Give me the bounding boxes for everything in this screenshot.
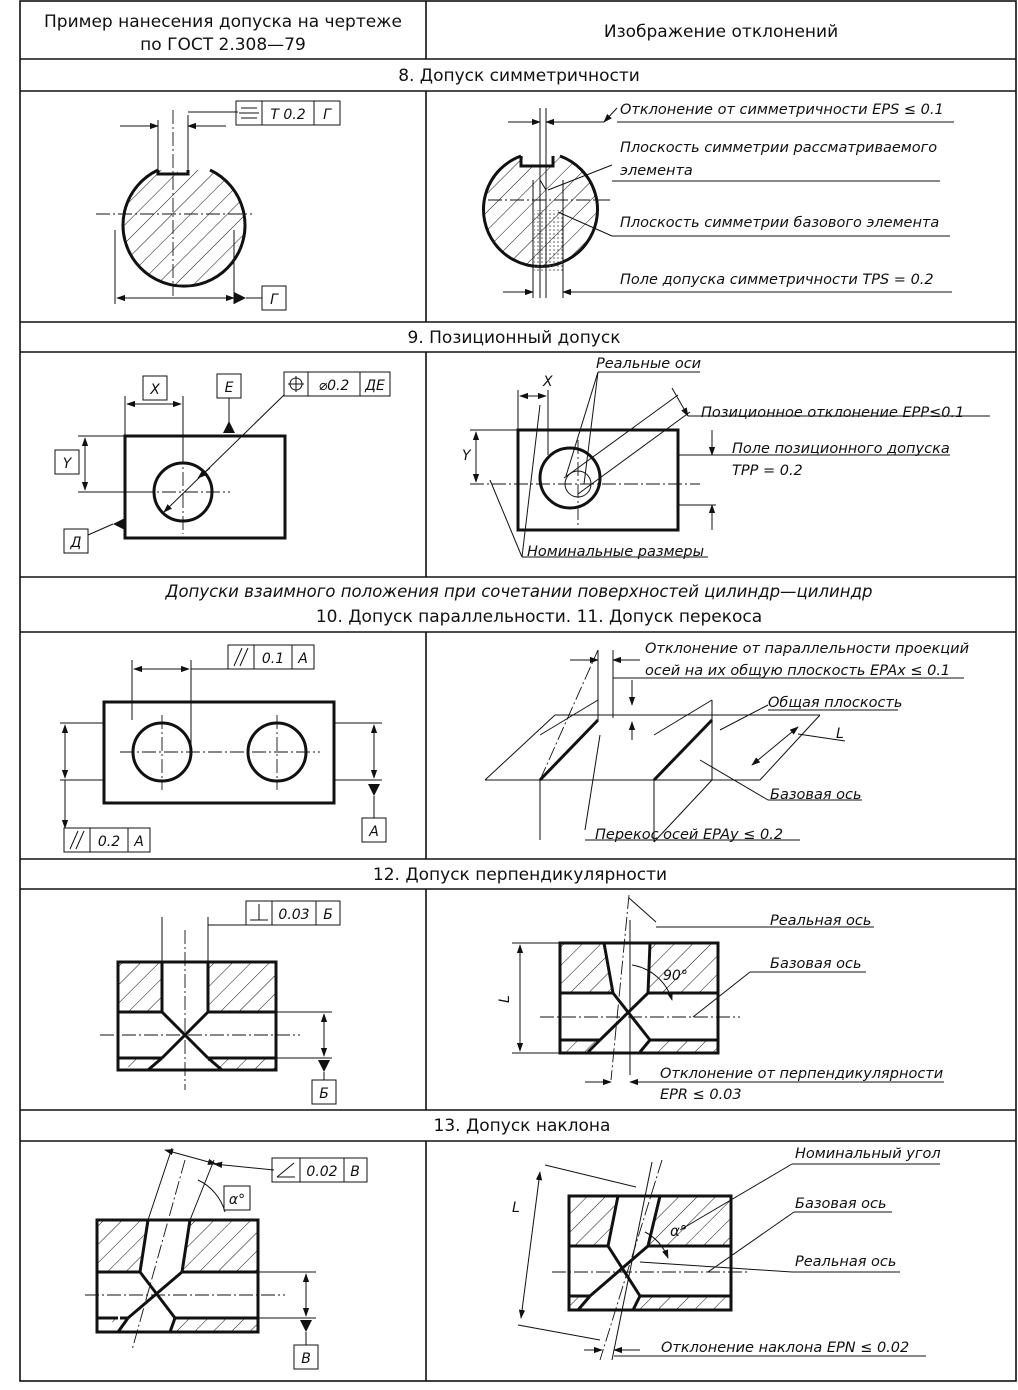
- note-8-2a: Плоскость симметрии рассматриваемого: [620, 140, 937, 156]
- note-13-ang: α°: [670, 1222, 687, 1240]
- note-10-4: Перекос осей EPAy ≤ 0.2: [595, 827, 783, 843]
- header-col1-line2: по ГОСТ 2.308—79: [140, 35, 306, 55]
- section-title-8: 8. Допуск симметричности: [398, 66, 640, 86]
- frame-10-top-value: 0.1: [262, 651, 284, 667]
- note-8-4: Поле допуска симметричности TPS = 0.2: [620, 272, 934, 288]
- diagram-13-angularity: [517, 1159, 940, 1361]
- note-10-l: L: [836, 726, 844, 742]
- note-10-1b: осей на их общую плоскость EPAx ≤ 0.1: [645, 663, 950, 679]
- datum-10-label: А: [368, 824, 379, 840]
- frame-13-value: 0.02: [306, 1164, 337, 1180]
- tolerance-frame-8: T 0.2 Г: [235, 100, 341, 126]
- datum-8: Г: [261, 285, 287, 311]
- drawing-9-position: [78, 394, 287, 540]
- note-13-l: L: [512, 1200, 520, 1216]
- note-8-3: Плоскость симметрии базового элемента: [620, 215, 939, 231]
- frame-9-e-label: E: [225, 380, 234, 396]
- frame-9-y: Y: [54, 449, 80, 475]
- note-12-ang: 90°: [663, 968, 688, 984]
- note-13-4: Отклонение наклона EPN ≤ 0.02: [661, 1340, 909, 1356]
- tolerance-frame-10-top: 0.1 А: [227, 644, 315, 670]
- section-title-9: 9. Позиционный допуск: [408, 328, 621, 348]
- tolerance-frame-10-bottom: 0.2 А: [63, 827, 151, 853]
- frame-10-bottom-base: А: [133, 834, 144, 850]
- note-12-1: Реальная ось: [770, 913, 871, 929]
- section-title-10-11: 10. Допуск параллельности. 11. Допуск пе…: [316, 607, 762, 627]
- note-9-4: Номинальные размеры: [527, 544, 704, 560]
- section-title-12: 12. Допуск перпендикулярности: [373, 865, 667, 885]
- diagram-8-symmetry: [482, 107, 954, 298]
- note-9-1: Реальные оси: [596, 356, 701, 372]
- drawing-12-perpendicular: [100, 917, 332, 1090]
- note-8-2b: элемента: [620, 163, 693, 179]
- datum-12-label: Б: [319, 1086, 329, 1102]
- diagram-9-position: [470, 371, 990, 558]
- drawing-10-parallel: [60, 660, 382, 829]
- note-10-3: Базовая ось: [770, 787, 862, 803]
- tolerance-frame-9: ⌀0.2 ДЕ: [283, 371, 391, 397]
- note-9-3b: TPP = 0.2: [732, 463, 803, 479]
- drawing-8-symmetry: [96, 110, 262, 304]
- note-10-2: Общая плоскость: [768, 695, 902, 711]
- note-12-3a: Отклонение от перпендикулярности: [660, 1066, 943, 1082]
- note-13-1: Номинальный угол: [795, 1146, 941, 1162]
- datum-13: В: [293, 1344, 319, 1370]
- diagram-12-perpendicular: [512, 894, 944, 1086]
- frame-9-base: ДЕ: [364, 378, 385, 394]
- frame-10-top-base: А: [297, 651, 308, 667]
- datum-8-label: Г: [270, 292, 279, 308]
- note-12-2: Базовая ось: [770, 956, 862, 972]
- note-9-2: Позиционное отклонение EPP≤0.1: [701, 405, 964, 421]
- note-9-3a: Поле позиционного допуска: [732, 441, 950, 457]
- frame-9-value: ⌀0.2: [319, 378, 350, 394]
- note-12-l: L: [497, 995, 513, 1003]
- note-13-3: Реальная ось: [795, 1254, 896, 1270]
- frame-9-x-label: X: [149, 382, 160, 398]
- table-grid: [19, 0, 1017, 1382]
- datum-12: Б: [311, 1079, 337, 1105]
- frame-13-base: В: [350, 1164, 360, 1180]
- frame-12-value: 0.03: [278, 907, 309, 923]
- frame-12-base: Б: [323, 907, 333, 923]
- drawing-13-angularity: [85, 1147, 316, 1351]
- note-10-1a: Отклонение от параллельности проекций: [645, 641, 969, 657]
- header-col1-line1: Пример нанесения допуска на чертеже: [44, 12, 402, 32]
- note-9-x: X: [542, 374, 553, 390]
- section-title-13: 13. Допуск наклона: [434, 1116, 611, 1136]
- frame-9-y-label: Y: [63, 456, 73, 472]
- datum-10: А: [361, 817, 387, 843]
- frame-9-d: Д: [63, 528, 89, 554]
- group-title: Допуски взаимного положения при сочетани…: [165, 582, 873, 601]
- frame-9-e: E: [216, 373, 242, 399]
- frame-9-x: X: [142, 375, 168, 401]
- frame-9-d-label: Д: [70, 535, 82, 551]
- note-13-2: Базовая ось: [795, 1196, 887, 1212]
- frame-8-base: Г: [323, 107, 332, 123]
- frame-13-angle-label: α°: [229, 1192, 245, 1208]
- frame-13-angle: α°: [223, 1185, 251, 1211]
- header-col2: Изображение отклонений: [604, 22, 838, 42]
- frame-10-bottom-value: 0.2: [98, 834, 120, 850]
- note-9-y: Y: [462, 448, 472, 464]
- note-8-1: Отклонение от симметричности EPS ≤ 0.1: [620, 102, 944, 118]
- tolerance-frame-12: 0.03 Б: [245, 900, 341, 926]
- diagram-10-parallel: [484, 649, 964, 843]
- datum-13-label: В: [301, 1351, 311, 1367]
- note-12-3b: EPR ≤ 0.03: [660, 1087, 742, 1103]
- frame-8-value: T 0.2: [270, 107, 305, 123]
- tolerance-frame-13: 0.02 В: [271, 1157, 368, 1183]
